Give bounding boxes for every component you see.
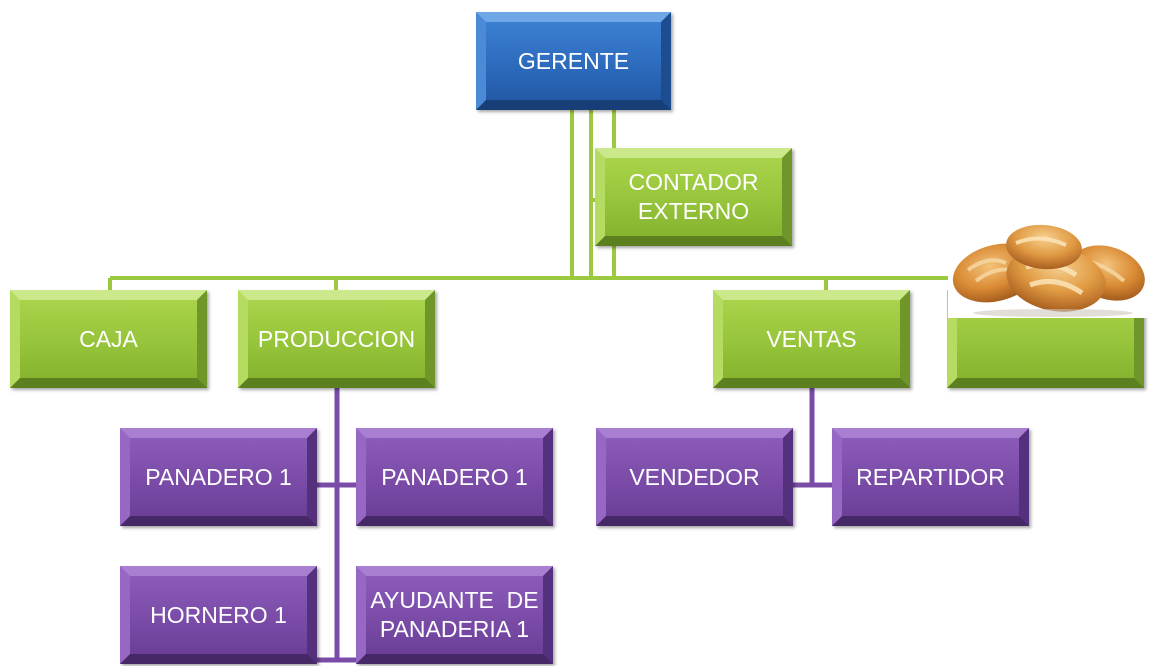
- bread-rolls-picture: [952, 224, 1145, 317]
- node-label: VENTAS: [766, 325, 857, 352]
- purple-connectors: [315, 387, 835, 663]
- node-label: PANADERO 1: [381, 463, 528, 490]
- node-label: AYUDANTE DE PANADERIA 1: [370, 587, 546, 642]
- node-contador-externo: CONTADOR EXTERNO: [595, 148, 792, 246]
- node-label: VENDEDOR: [629, 463, 760, 490]
- node-panadero-1b: PANADERO 1: [356, 428, 553, 526]
- node-ayudante-panaderia: AYUDANTE DE PANADERIA 1: [356, 566, 553, 664]
- node-label: CAJA: [79, 325, 138, 352]
- node-label: HORNERO 1: [150, 601, 287, 628]
- node-vendedor: VENDEDOR: [596, 428, 793, 526]
- node-caja: CAJA: [10, 290, 207, 388]
- bread-rolls-image: [948, 215, 1151, 318]
- node-label: PRODUCCION: [257, 325, 416, 352]
- node-label: GERENTE: [517, 47, 630, 74]
- node-produccion: PRODUCCION: [238, 290, 435, 388]
- green-connectors: [108, 110, 1047, 292]
- node-panadero-1a: PANADERO 1: [120, 428, 317, 526]
- node-gerente: GERENTE: [476, 12, 671, 110]
- node-repartidor: REPARTIDOR: [832, 428, 1029, 526]
- node-label: REPARTIDOR: [856, 463, 1005, 490]
- node-hornero-1: HORNERO 1: [120, 566, 317, 664]
- node-ventas: VENTAS: [713, 290, 910, 388]
- node-label: CONTADOR EXTERNO: [628, 169, 759, 224]
- node-label: PANADERO 1: [145, 463, 292, 490]
